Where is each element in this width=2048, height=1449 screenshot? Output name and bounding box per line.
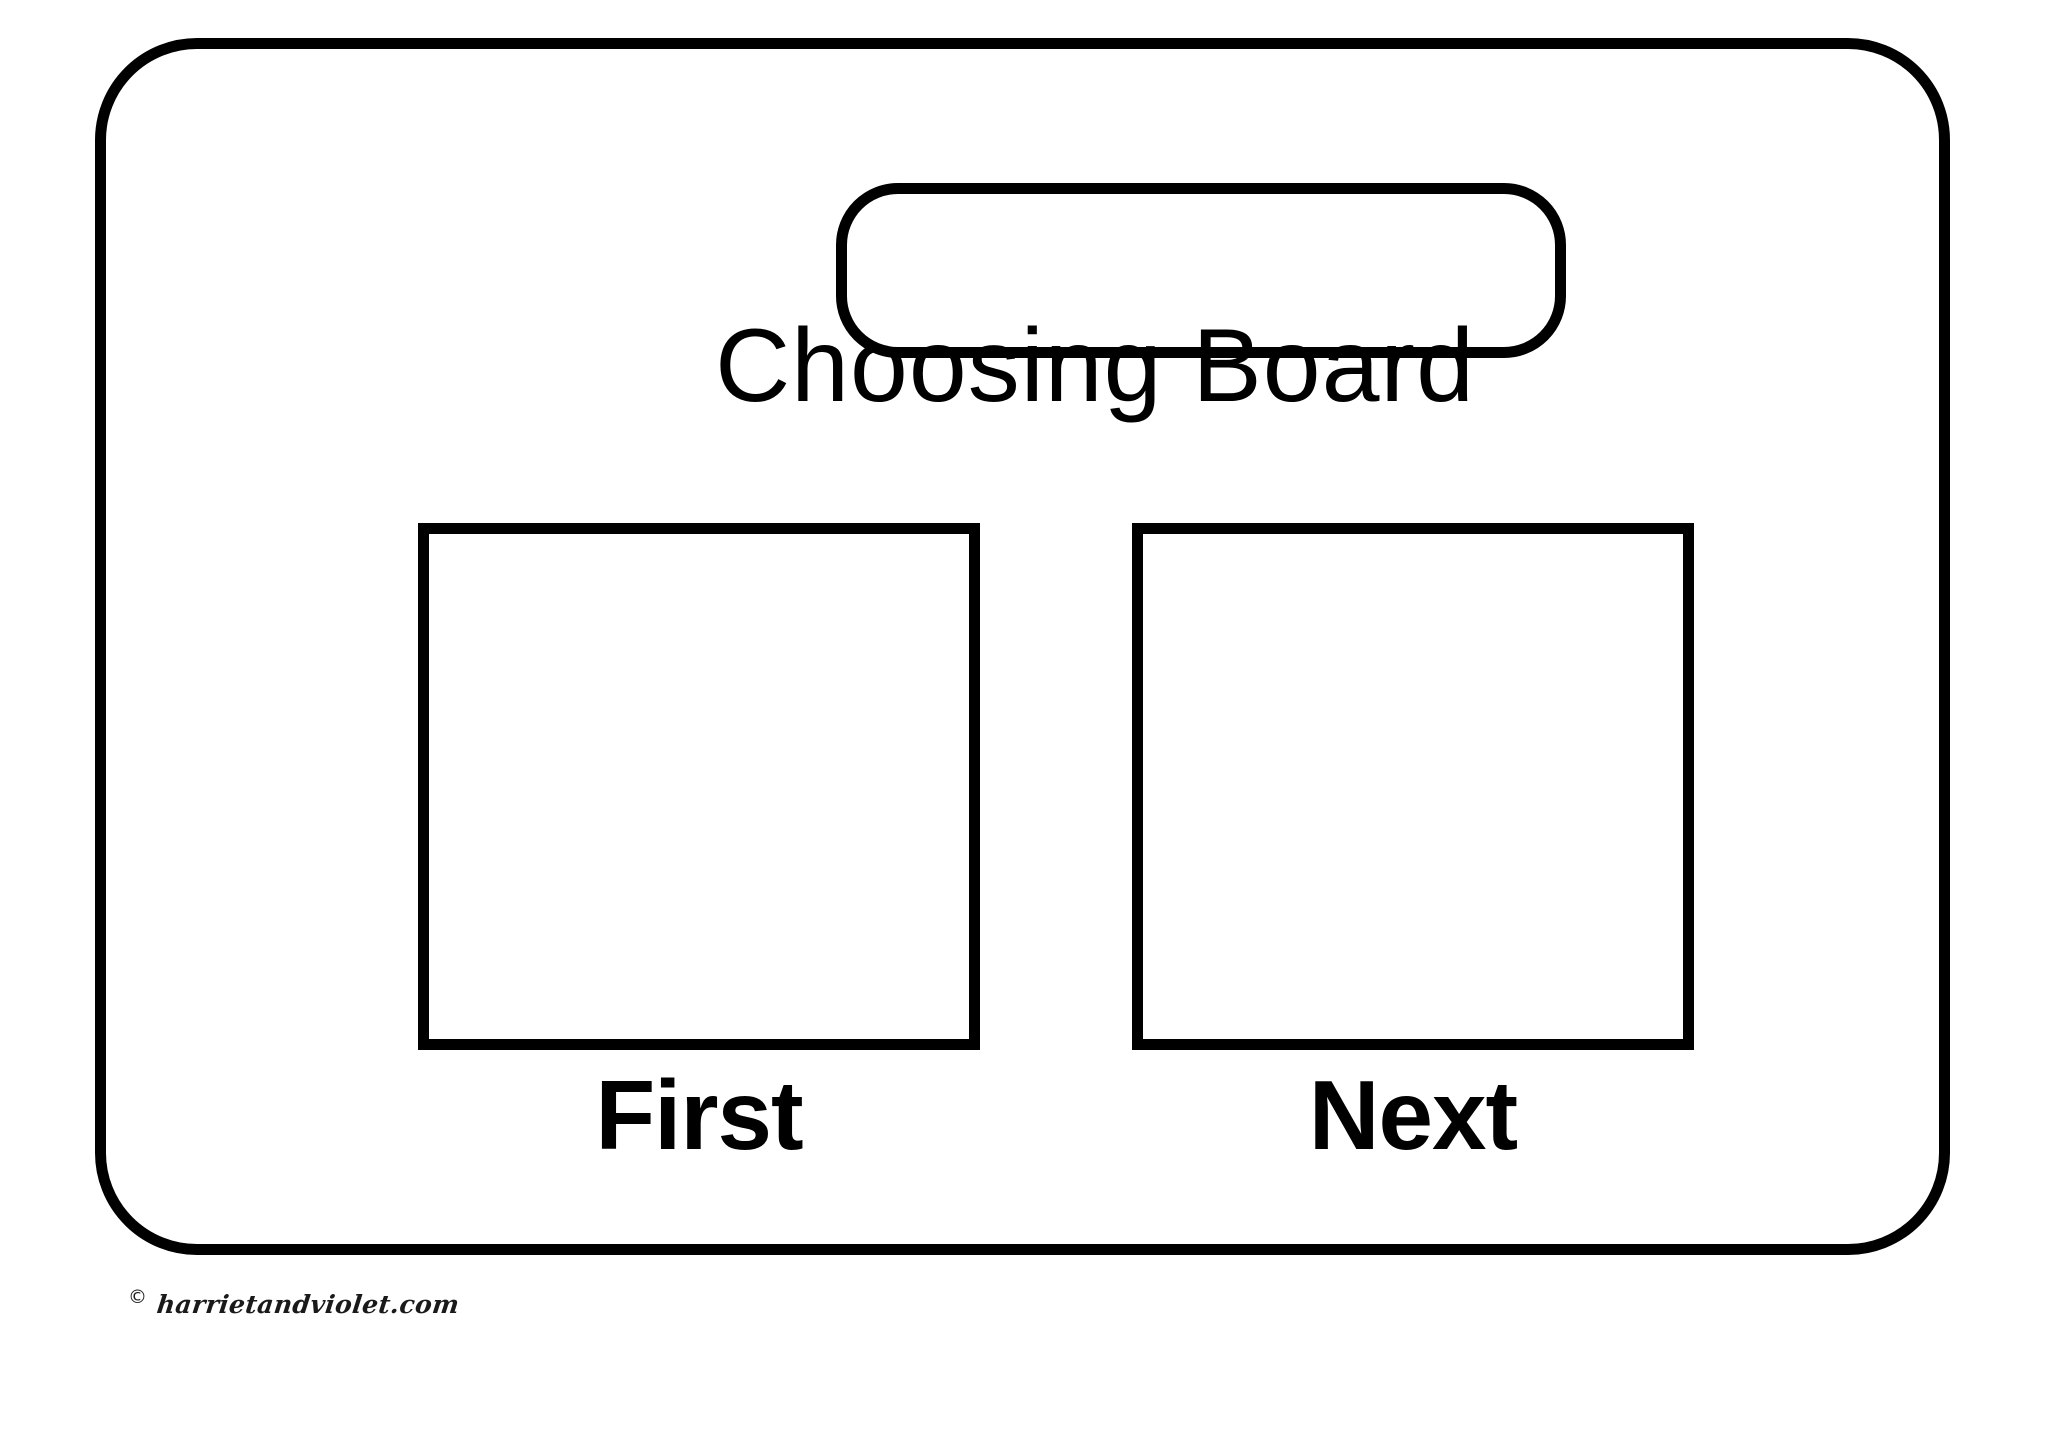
choice-slot-first[interactable]: [418, 523, 980, 1050]
credit-line: © harrietandviolet.com: [128, 1286, 462, 1320]
slot-label-first: First: [595, 1060, 803, 1170]
credit-website: harrietandviolet.com: [155, 1290, 462, 1319]
slot-label-next: Next: [1308, 1060, 1518, 1170]
hanging-handle-slot: [836, 183, 1566, 358]
page-title: Choosing Board: [715, 308, 1475, 424]
board-frame: [95, 38, 1950, 1255]
copyright-icon: ©: [128, 1286, 147, 1308]
choice-slot-next[interactable]: [1132, 523, 1694, 1050]
